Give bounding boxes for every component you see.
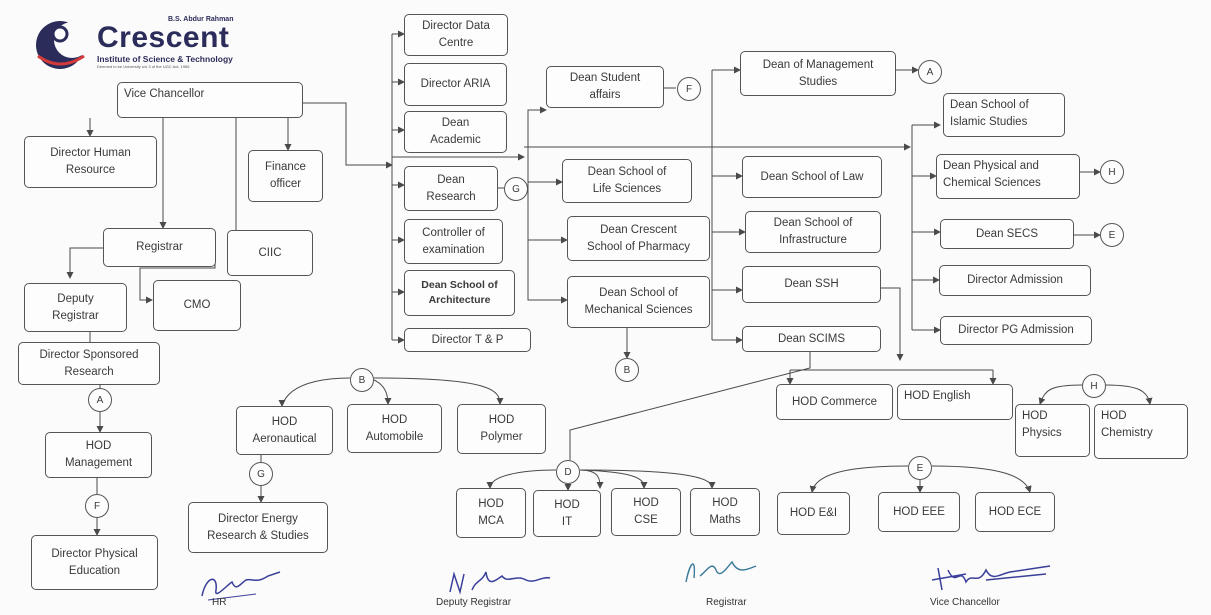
node-hod-maths: HOD Maths	[690, 488, 760, 536]
logo-tagline: Deemed to be University u/s 3 of the UGC…	[97, 64, 190, 69]
signature-label-deputy-registrar: Deputy Registrar	[436, 597, 512, 608]
node-dean-infrastructure: Dean School of Infrastructure	[745, 211, 881, 253]
node-director-pg-admission: Director PG Admission	[940, 316, 1092, 345]
connector-a-top: A	[918, 60, 942, 84]
connector-e-group: E	[908, 456, 932, 480]
logo-name: Crescent	[97, 21, 230, 54]
signature-registrar	[685, 560, 757, 583]
signature-label-registrar: Registrar	[706, 597, 747, 608]
node-deputy-registrar: Deputy Registrar	[24, 283, 127, 332]
node-dean-academic: Dean Academic	[404, 111, 507, 153]
node-hod-ece: HOD ECE	[975, 492, 1055, 532]
node-finance-officer: Finance officer	[248, 150, 323, 202]
node-dean-physical-chemical: Dean Physical and Chemical Sciences	[936, 154, 1080, 199]
node-hod-cse: HOD CSE	[611, 488, 681, 536]
node-director-aria: Director ARIA	[404, 63, 507, 106]
node-dean-research: Dean Research	[404, 166, 498, 211]
node-dean-mechanical: Dean School of Mechanical Sciences	[567, 276, 710, 328]
node-director-sponsored-research: Director Sponsored Research	[18, 342, 160, 385]
node-dean-school-architecture: Dean School of Architecture	[404, 270, 515, 316]
logo-founder: B.S. Abdur Rahman	[168, 16, 234, 23]
connector-d-group: D	[556, 460, 580, 484]
signature-hr	[201, 571, 281, 601]
node-controller-examination: Controller of examination	[404, 219, 503, 264]
node-dean-scims: Dean SCIMS	[742, 326, 881, 352]
node-hod-polymer: HOD Polymer	[457, 404, 546, 454]
node-dean-secs: Dean SECS	[940, 219, 1074, 249]
connector-a-left: A	[88, 388, 112, 412]
node-hod-management: HOD Management	[45, 432, 152, 478]
logo-crescent-icon	[36, 21, 90, 69]
node-registrar: Registrar	[103, 228, 216, 267]
signature-vice-chancellor	[931, 565, 1051, 591]
signature-label-vice-chancellor: Vice Chancellor	[930, 597, 1000, 608]
node-hod-physics: HOD Physics	[1015, 404, 1090, 457]
node-cmo: CMO	[153, 280, 241, 331]
connector-e-secs: E	[1100, 223, 1124, 247]
connector-b-mech: B	[615, 358, 639, 382]
node-director-energy-research: Director Energy Research & Studies	[188, 502, 328, 553]
node-hod-ei: HOD E&I	[777, 492, 850, 535]
node-hod-english: HOD English	[897, 384, 1013, 420]
node-director-tp: Director T & P	[404, 328, 531, 352]
node-vice-chancellor: Vice Chancellor	[117, 82, 303, 118]
signature-deputy-registrar	[449, 569, 551, 595]
node-director-physical-education: Director Physical Education	[31, 535, 158, 590]
connector-f-student: F	[677, 77, 701, 101]
node-hod-it: HOD IT	[533, 490, 601, 537]
node-director-data-centre: Director Data Centre	[404, 14, 508, 56]
node-hod-mca: HOD MCA	[456, 488, 526, 538]
node-hod-aeronautical: HOD Aeronautical	[236, 406, 333, 455]
node-hod-commerce: HOD Commerce	[776, 384, 893, 420]
crescent-logo	[30, 14, 265, 80]
node-director-admission: Director Admission	[939, 265, 1091, 296]
signature-label-hr: HR	[212, 597, 227, 608]
node-hod-automobile: HOD Automobile	[347, 404, 442, 453]
node-hod-chemistry: HOD Chemistry	[1094, 404, 1188, 459]
connector-b-group: B	[350, 368, 374, 392]
node-ciic: CIIC	[227, 230, 313, 276]
connector-h-group: H	[1082, 374, 1106, 398]
node-dean-student-affairs: Dean Student affairs	[546, 66, 664, 108]
node-dean-life-sciences: Dean School of Life Sciences	[562, 159, 692, 203]
node-director-hr: Director Human Resource	[24, 136, 157, 188]
node-dean-pharmacy: Dean Crescent School of Pharmacy	[567, 216, 710, 261]
node-dean-ssh: Dean SSH	[742, 266, 881, 303]
connector-f-left: F	[85, 494, 109, 518]
node-hod-eee: HOD EEE	[878, 492, 960, 532]
connector-h-physchem: H	[1100, 160, 1124, 184]
node-dean-management-studies: Dean of Management Studies	[740, 51, 896, 96]
logo-subtitle: Institute of Science & Technology	[97, 54, 233, 64]
connector-g-energy: G	[249, 462, 273, 486]
node-dean-law: Dean School of Law	[742, 156, 882, 198]
connector-g-research: G	[504, 177, 528, 201]
node-dean-islamic-studies: Dean School of Islamic Studies	[943, 93, 1065, 137]
